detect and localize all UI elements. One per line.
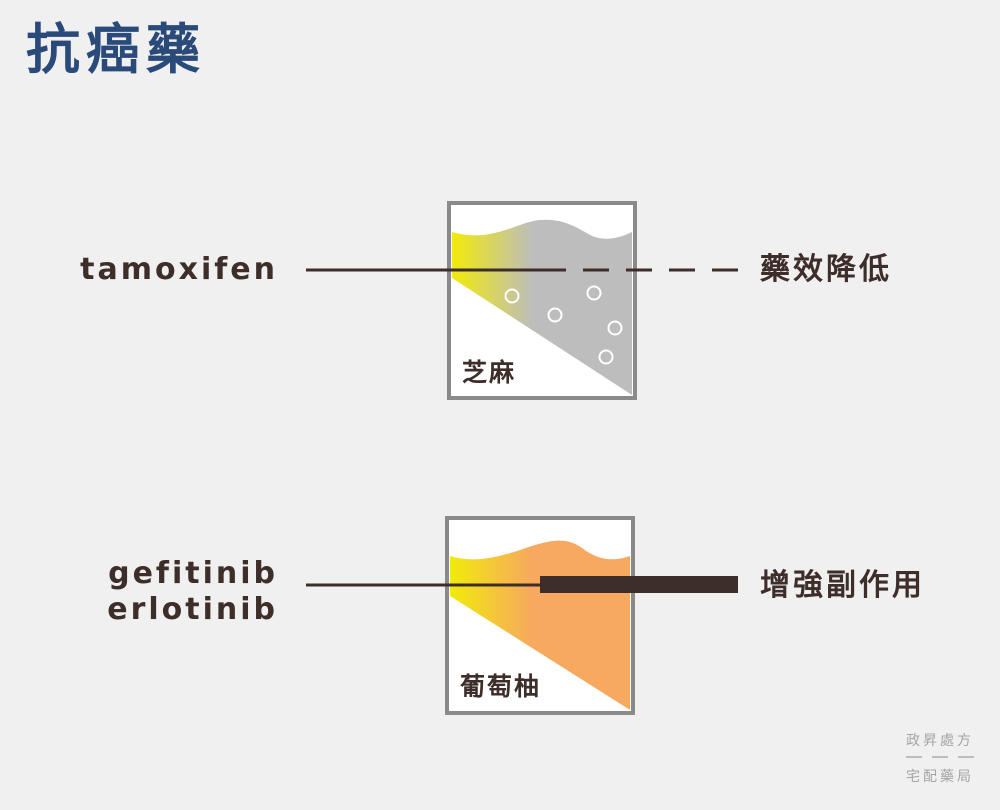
sesame-juice	[452, 219, 632, 395]
bubble	[598, 349, 614, 365]
enhanced-side-effect-bar	[540, 576, 738, 593]
drug-label-erlotinib: erlotinib	[107, 592, 278, 627]
food-label-sesame: 芝麻	[462, 358, 517, 387]
bubble	[547, 307, 563, 323]
effect-label-enhanced: 增強副作用	[760, 568, 925, 603]
drug-label-tamoxifen: tamoxifen	[80, 252, 278, 287]
page-title: 抗癌藥	[26, 18, 206, 81]
effect-label-reduced: 藥效降低	[760, 252, 892, 287]
logo-top-text: 政昇處方	[906, 733, 974, 749]
drug-label-group: gefitinib erlotinib	[107, 556, 278, 628]
bubble	[504, 288, 520, 304]
drug-label-gefitinib: gefitinib	[108, 556, 278, 591]
logo-bottom-text: 宅配藥局	[906, 769, 974, 785]
bubble	[586, 285, 602, 301]
logo-divider	[895, 756, 985, 758]
sesame-box	[447, 201, 637, 400]
logo-mark: 政昇處方 宅配藥局	[895, 730, 985, 786]
bubble	[607, 320, 623, 336]
food-label-grapefruit: 葡萄柚	[460, 672, 542, 701]
